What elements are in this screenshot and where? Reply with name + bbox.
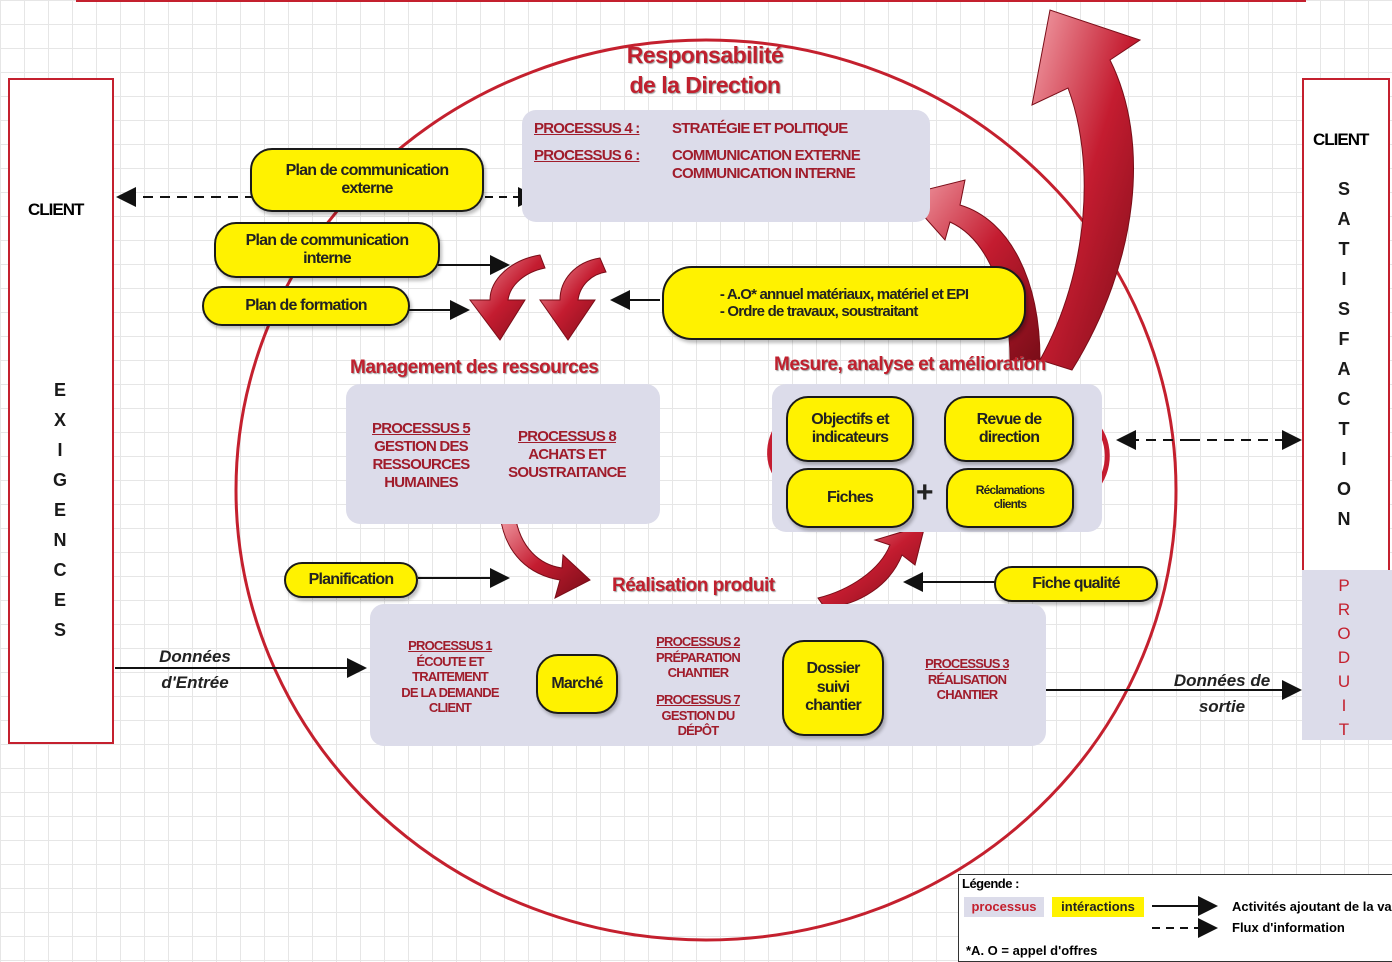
produit-letter: T	[1338, 720, 1350, 739]
marche: Marché	[536, 654, 618, 714]
realisation-heading: Réalisation produit	[612, 575, 775, 596]
exigences-letter: X	[53, 410, 66, 430]
plan-formation: Plan de formation	[202, 286, 410, 326]
satisfaction-letter: T	[1338, 239, 1350, 259]
produit-letter: D	[1337, 648, 1351, 667]
realisation-out-arrow	[817, 524, 926, 609]
produit-letters: P R O D U I T	[1334, 574, 1354, 742]
satisfaction-letter: T	[1338, 419, 1350, 439]
legend-interactions: intéractions	[1052, 897, 1144, 917]
client-satisfaction-box	[1302, 78, 1390, 574]
processus-6-label: PROCESSUS 6 :	[534, 147, 640, 164]
produit-letter: P	[1338, 576, 1350, 595]
exigences-letter: E	[53, 500, 66, 520]
client-exigences-box	[8, 78, 114, 744]
processus-3: PROCESSUS 3 RÉALISATION CHANTIER	[925, 656, 1009, 703]
donnees-entree: Données d'Entrée	[159, 647, 231, 692]
management-heading: Management des ressources	[350, 357, 599, 378]
process-circle	[234, 38, 1178, 942]
exigences-letters: E X I G E N C E S	[50, 375, 70, 645]
satisfaction-letter: O	[1336, 479, 1351, 499]
client-right-label: CLIENT	[1313, 130, 1369, 149]
realisation-panel	[370, 604, 1046, 746]
direction-title-line1: Responsabilité	[626, 42, 784, 68]
ao-ordre-travaux: - A.O* annuel matériaux, matériel et EPI…	[662, 266, 1026, 340]
satisfaction-letter: N	[1337, 509, 1351, 529]
exigences-letter: G	[52, 470, 67, 490]
produit-letter: U	[1337, 672, 1351, 691]
satisfaction-letter: A	[1337, 359, 1351, 379]
direction-title-line2: de la Direction	[629, 72, 781, 98]
exigences-letter: E	[53, 380, 66, 400]
big-curved-arrow	[1031, 9, 1142, 371]
satisfaction-letter: S	[1337, 179, 1350, 199]
produit-box	[1302, 570, 1392, 740]
processus-8: PROCESSUS 8 ACHATS ET SOUSTRAITANCE	[508, 428, 626, 481]
satisfaction-letter: I	[1341, 449, 1347, 469]
processus-6-line2: COMMUNICATION INTERNE	[672, 165, 856, 182]
processus-4-text: STRATÉGIE ET POLITIQUE	[672, 120, 848, 137]
top-border-line	[76, 0, 1306, 2]
down-arrow-2	[539, 257, 607, 341]
down-arrow-1	[469, 254, 546, 341]
legend-flux: Flux d'information	[1232, 920, 1345, 935]
client-left-label: CLIENT	[28, 200, 84, 219]
fiches: Fiches	[786, 468, 914, 528]
satisfaction-letter: C	[1337, 389, 1351, 409]
plus-icon: +	[916, 476, 934, 509]
processus-1: PROCESSUS 1 ÉCOUTE ET TRAITEMENT DE LA D…	[401, 638, 499, 716]
management-panel	[346, 384, 660, 524]
exigences-letter: N	[53, 530, 67, 550]
exigences-letter: C	[53, 560, 67, 580]
satisfaction-letter: I	[1341, 269, 1347, 289]
produit-letter: R	[1337, 600, 1351, 619]
produit-letter: O	[1337, 624, 1351, 643]
direction-title: Responsabilité de la Direction	[600, 40, 810, 100]
fiche-qualite: Fiche qualité	[994, 566, 1158, 602]
legend-arrows	[1152, 896, 1218, 938]
processus-7: PROCESSUS 7 GESTION DU DÉPÔT	[656, 692, 740, 739]
satisfaction-letters: S A T I S F A C T I O N	[1334, 174, 1354, 534]
produit-letter: I	[1341, 696, 1347, 715]
satisfaction-letter: S	[1337, 299, 1350, 319]
processus-2: PROCESSUS 2 PRÉPARATION CHANTIER	[656, 634, 741, 681]
exigences-letter: I	[57, 440, 63, 460]
realisation-in-arrow	[499, 514, 591, 599]
processus-5: PROCESSUS 5 GESTION DES RESSOURCES HUMAI…	[372, 420, 471, 491]
donnees-sortie: Données de sortie	[1173, 671, 1271, 716]
legend-processus: processus	[964, 897, 1044, 917]
legend-ao-note: *A. O = appel d'offres	[966, 943, 1098, 958]
satisfaction-letter: F	[1338, 329, 1350, 349]
legend-title: Légende :	[962, 876, 1019, 891]
mesure-heading: Mesure, analyse et amélioration	[774, 354, 1046, 375]
legend-activites: Activités ajoutant de la valeur	[1232, 899, 1392, 914]
exigences-letter: S	[53, 620, 66, 640]
processus-4-label: PROCESSUS 4 :	[534, 120, 640, 137]
processus-6-line1: COMMUNICATION EXTERNE	[672, 147, 861, 164]
satisfaction-letter: A	[1337, 209, 1351, 229]
exigences-letter: E	[53, 590, 66, 610]
planification: Planification	[284, 562, 418, 598]
direction-panel	[522, 110, 930, 222]
legend-box	[958, 874, 1392, 962]
